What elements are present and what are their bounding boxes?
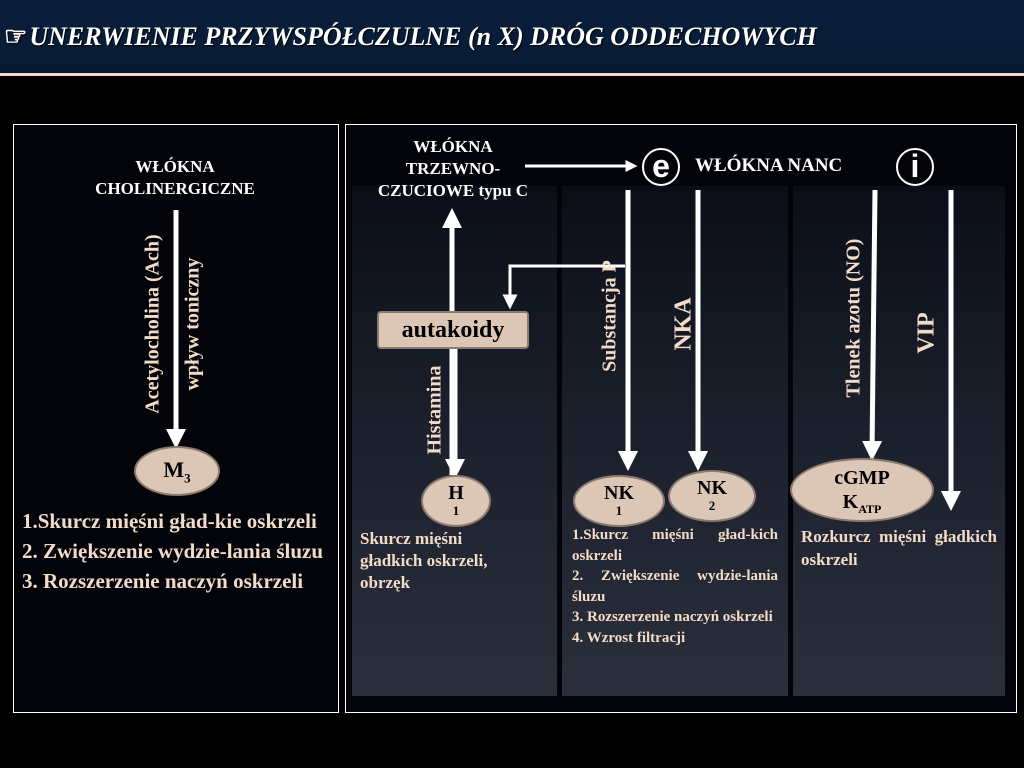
katp-label: KATP: [792, 490, 932, 521]
nk2-receptor-label: NK: [697, 477, 727, 499]
effect-item: 2. Zwiększenie wydzie-lania śluzu: [22, 539, 324, 563]
m3-receptor-label: M: [163, 457, 185, 482]
effect-item: 1.Skurcz mięśni gład-kie oskrzeli: [22, 509, 317, 533]
substance-p-branch: [502, 264, 625, 310]
cholinergic-effects-list: 1.Skurcz mięśni gład-kie oskrzeli 2. Zwi…: [22, 506, 326, 596]
excitatory-e-icon: e: [642, 148, 680, 186]
m3-receptor: M3: [134, 446, 220, 496]
nk2-receptor: NK 2: [668, 470, 756, 522]
m3-receptor-subscript: 3: [184, 470, 191, 486]
effect-line: gładkich oskrzeli,: [360, 551, 488, 570]
nk1-receptor-subscript: 1: [615, 503, 623, 518]
nk2-receptor-subscript: 2: [708, 498, 716, 513]
nanc-fibers-label: WŁÓKNA NANC: [695, 155, 843, 176]
hand-pointer-icon: ☞: [4, 22, 28, 51]
histamine-label: Histamina: [423, 365, 446, 455]
effect-item: 2. Zwiększenie wydzie-lania śluzu: [572, 568, 778, 605]
h1-receptor: H 1: [421, 475, 491, 527]
katp-subscript: ATP: [858, 502, 882, 516]
tonic-effect-label: wpływ toniczny: [181, 257, 204, 391]
sensory-fibers-line: WŁÓKNA: [413, 137, 493, 156]
nk1-receptor: NK 1: [573, 475, 665, 527]
vip-label: VIP: [913, 312, 940, 354]
h1-receptor-subscript: 1: [452, 503, 460, 518]
title-text: UNERWIENIE PRZYWSPÓŁCZULNE (n X) DRÓG OD…: [29, 22, 817, 51]
nk-effects-list: 1.Skurcz mięśni gład-kich oskrzeli 2. Zw…: [572, 525, 778, 648]
sensory-fibers-label: WŁÓKNA TRZEWNO- CZUCIOWE typu C: [348, 136, 558, 202]
nitric-oxide-label: Tlenek azotu (NO): [842, 238, 865, 398]
nka-label: NKA: [670, 297, 697, 351]
title-underline: [0, 73, 1024, 76]
autacoids-box: autakoidy: [377, 311, 529, 349]
substance-p-label: Substancja P: [598, 260, 621, 372]
h1-receptor-label: H: [448, 482, 464, 504]
page-title: ☞UNERWIENIE PRZYWSPÓŁCZULNE (n X) DRÓG O…: [4, 22, 817, 52]
tachykinin-column: [562, 186, 788, 696]
effect-line: Skurcz mięśni: [360, 529, 463, 548]
effect-item: 3. Rozszerzenie naczyń oskrzeli: [22, 569, 304, 593]
nk1-receptor-label: NK: [604, 482, 634, 504]
cholinergic-fibers-label: WŁÓKNA CHOLINERGICZNE: [50, 156, 300, 200]
cgmp-katp-ellipse: cGMP KATP: [790, 458, 934, 522]
effect-item: 4. Wzrost filtracji: [572, 629, 686, 646]
effect-item: 3. Rozszerzenie naczyń oskrzeli: [572, 609, 773, 625]
nanc-effects-text: Rozkurcz mięśni gładkich oskrzeli: [801, 525, 997, 571]
cgmp-label: cGMP: [834, 467, 890, 489]
cholinergic-fibers-line: CHOLINERGICZNE: [95, 179, 255, 198]
katp-k: K: [842, 491, 859, 513]
relaxant-column: [793, 186, 1005, 696]
no-arrow: [862, 189, 883, 461]
effect-line: obrzęk: [360, 573, 411, 592]
effect-item: 1.Skurcz mięśni gład-kich oskrzeli: [572, 527, 778, 564]
inhibitory-i-icon: i: [896, 148, 934, 186]
title-bar: [0, 0, 1024, 74]
effect-item: Rozkurcz mięśni gładkich oskrzeli: [801, 527, 997, 569]
h1-effects-text: Skurcz mięśni gładkich oskrzeli, obrzęk: [360, 528, 550, 594]
sensory-fibers-line: CZUCIOWE typu C: [377, 181, 529, 200]
ach-label: Acetylocholina (Ach): [141, 234, 164, 414]
cholinergic-fibers-line: WŁÓKNA: [135, 157, 215, 176]
sensory-fibers-line: TRZEWNO-: [405, 159, 501, 178]
